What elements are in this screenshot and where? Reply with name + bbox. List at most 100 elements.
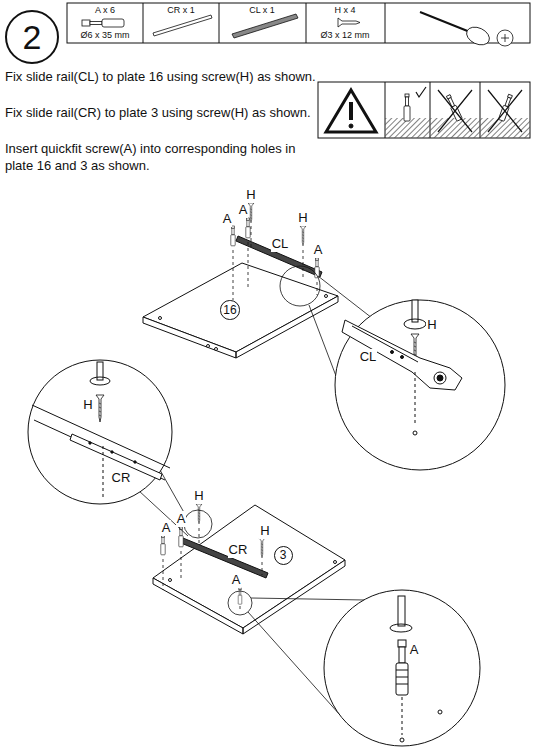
screws-plate-16-stroke	[233, 226, 317, 300]
detail-cr-stroke	[96, 395, 104, 422]
detail-a-stroke	[399, 647, 405, 663]
plate-3-stroke	[181, 538, 268, 578]
detail-cr	[28, 360, 172, 504]
detail-cl-stroke	[391, 351, 394, 354]
plate-3	[153, 505, 345, 634]
warning-box-stroke	[318, 82, 530, 138]
detail-a-stroke	[402, 697, 403, 735]
plate-16-stroke	[215, 348, 218, 351]
part-icons	[82, 12, 513, 48]
screws-plate-3-stroke	[163, 528, 262, 612]
part-label: CL	[271, 236, 290, 252]
plate-16-stroke	[207, 345, 210, 348]
instruction-text: Insert quickfit screw(A) into correspond…	[5, 140, 317, 174]
warning-box-stroke	[326, 90, 376, 132]
callout-letter: A	[313, 242, 324, 258]
callout-letter: H	[82, 397, 93, 413]
part-icons-stroke	[90, 22, 102, 25]
plate-number: 3	[274, 546, 293, 565]
callout-letter: A	[222, 211, 233, 227]
part-icons-stroke	[497, 30, 513, 46]
detail-cr-stroke	[28, 360, 172, 504]
warning-box-stroke	[480, 118, 530, 138]
callout-letter: H	[245, 187, 256, 203]
screws-plate-16-stroke	[246, 218, 250, 238]
callout-letter: H	[426, 317, 437, 333]
screws-plate-16-stroke	[280, 266, 320, 306]
part-dimension: Ø6 x 35 mm	[79, 30, 130, 41]
callout-letter: A	[161, 520, 172, 536]
part-label: CL	[359, 349, 378, 365]
detail-cr-stroke	[90, 377, 110, 385]
detail-cl-stroke	[437, 375, 443, 381]
part-icons-stroke	[464, 24, 493, 49]
screws-plate-3-stroke	[238, 588, 242, 604]
part-icons-stroke	[82, 20, 90, 26]
detail-a-stroke	[400, 738, 404, 742]
plate-16-stroke	[325, 295, 328, 298]
screws-plate-3-stroke	[259, 538, 265, 558]
callout-letter: A	[176, 511, 187, 527]
plate-16-stroke	[159, 317, 162, 320]
part-label: CR	[228, 542, 249, 558]
parts-table	[67, 3, 530, 43]
plate-3-stroke	[169, 579, 172, 582]
screws-plate-16-stroke	[300, 226, 306, 246]
detail-a-stroke	[396, 663, 408, 695]
warning-box-stroke	[438, 90, 472, 132]
callout-letter: A	[231, 572, 242, 588]
warning-box	[318, 82, 530, 138]
callout-letter: H	[193, 488, 204, 504]
callout-letter: H	[259, 523, 270, 539]
step-number: 2	[5, 10, 59, 64]
detail-cl-stroke	[404, 319, 426, 329]
detail-a	[324, 590, 480, 746]
parts-table-stroke	[219, 3, 220, 43]
detail-cl	[335, 300, 505, 470]
detail-cr-stroke	[103, 446, 104, 500]
warning-box-stroke	[349, 124, 353, 128]
plate-16-stroke	[236, 236, 322, 277]
screws-plate-3-stroke	[184, 510, 212, 538]
detail-cl-stroke	[415, 372, 416, 425]
screws-plate-16-stroke	[231, 226, 235, 246]
part-dimension: Ø3 x 12 mm	[319, 30, 370, 41]
callout-letter: A	[238, 202, 249, 218]
detail-cl-stroke	[342, 320, 462, 390]
callout-letter: H	[297, 210, 308, 226]
part-quantity: CR x 1	[166, 5, 196, 16]
part-quantity: A x 6	[94, 5, 116, 16]
detail-a-stroke	[324, 590, 480, 746]
part-icons-stroke	[420, 12, 470, 32]
part-quantity: H x 4	[333, 5, 356, 16]
detail-cl-stroke	[335, 300, 505, 470]
plate-16-stroke	[143, 263, 338, 352]
part-label: CR	[111, 470, 132, 486]
detail-cl-stroke	[434, 372, 446, 384]
detail-cl-stroke	[413, 431, 417, 435]
warning-box-stroke	[349, 102, 353, 120]
part-quantity: CL x 1	[248, 5, 276, 16]
part-icons-stroke	[501, 34, 509, 42]
part-icons-stroke	[232, 14, 298, 38]
instruction-text: Fix slide rail(CR) to plate 3 using scre…	[5, 104, 317, 121]
callout-number: 3	[280, 549, 287, 561]
parts-table-stroke	[143, 3, 144, 43]
detail-a-stroke	[398, 596, 405, 626]
detail-a-stroke	[390, 624, 412, 632]
parts-table-stroke	[306, 3, 307, 43]
part-icons-stroke	[338, 18, 360, 27]
screws-plate-3-stroke	[228, 591, 252, 615]
warning-box-stroke	[404, 94, 410, 121]
callout-number: 16	[223, 304, 236, 316]
warning-box-stroke	[488, 90, 522, 132]
parts-table-stroke	[385, 3, 386, 43]
warning-box-stroke	[416, 87, 426, 97]
callout-number: 2	[23, 20, 42, 54]
part-icons-stroke	[102, 19, 124, 27]
screws-plate-16-stroke	[248, 203, 254, 223]
screws-plate-3-stroke	[196, 504, 202, 524]
part-icons-stroke	[153, 15, 212, 36]
detail-cr-stroke	[134, 461, 136, 463]
parts-table-stroke	[67, 3, 530, 43]
